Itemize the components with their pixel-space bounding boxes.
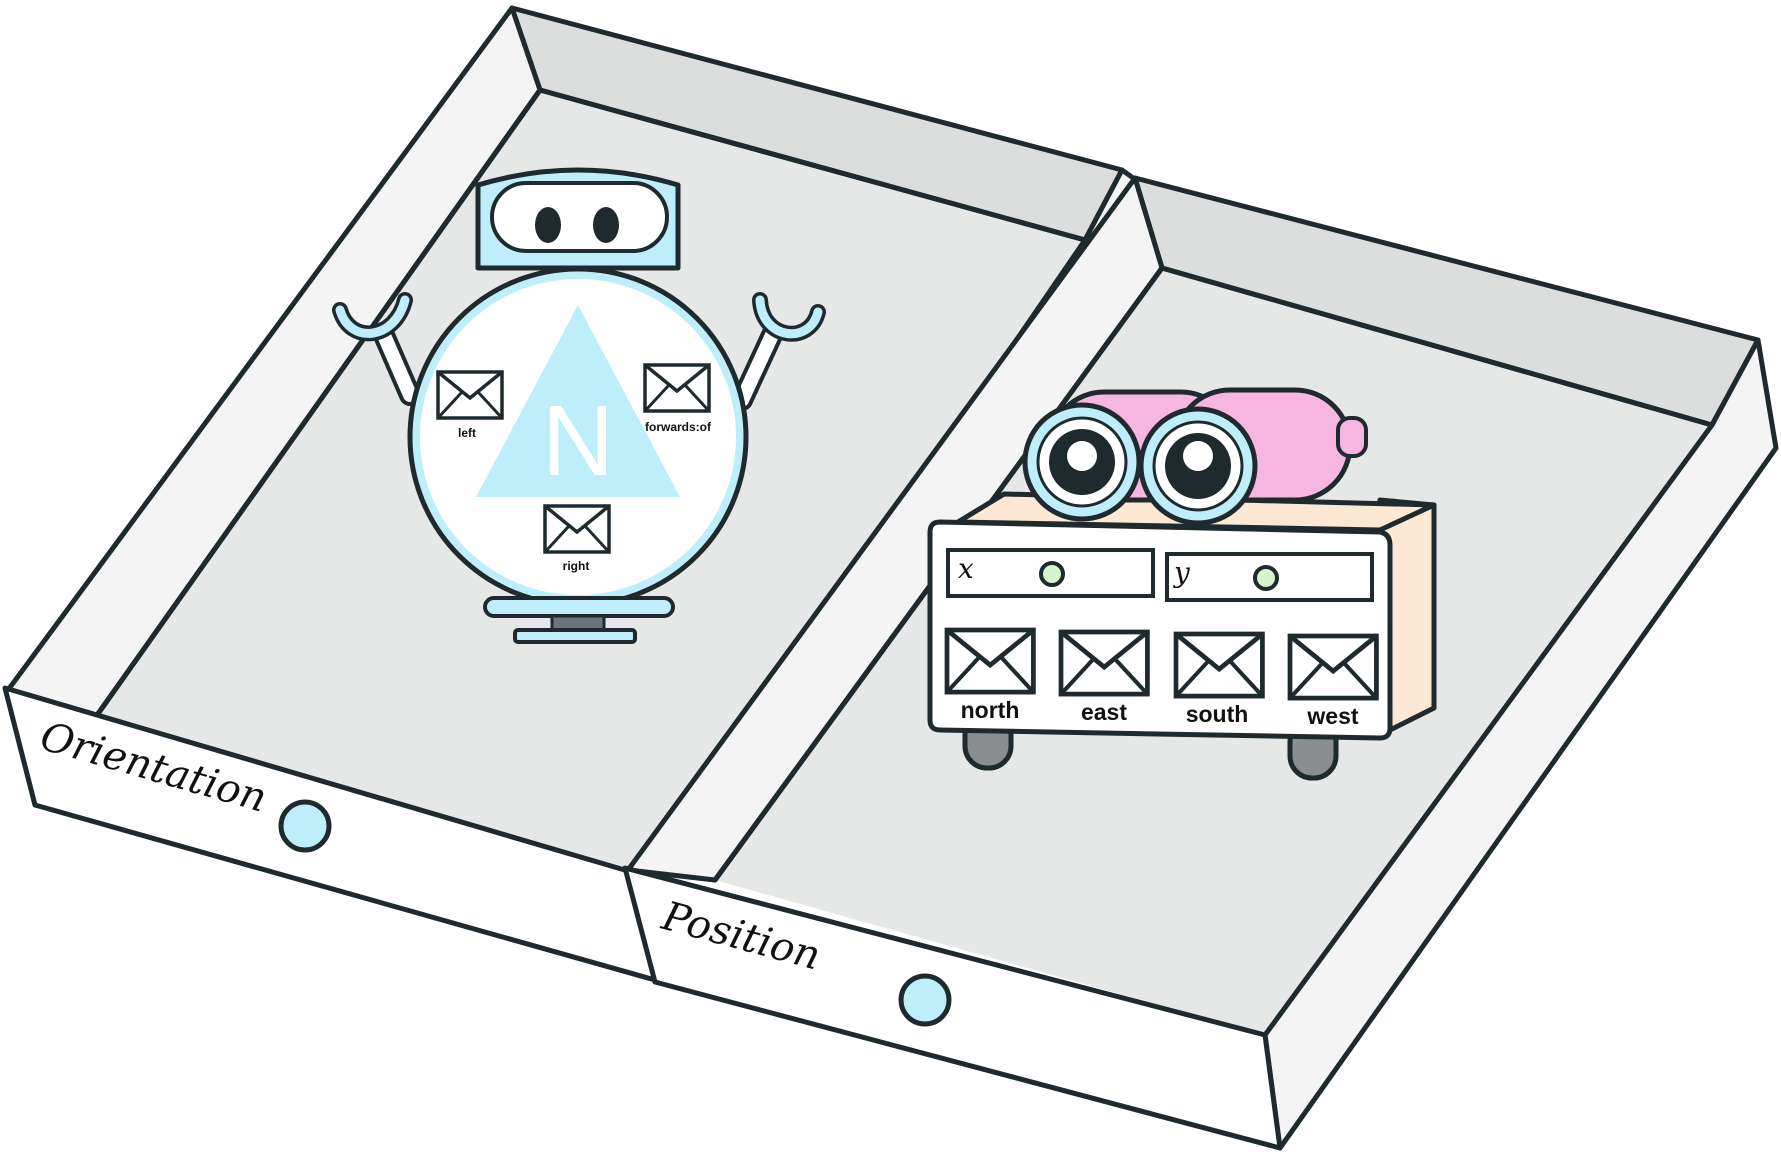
- binoculars: [1022, 387, 1368, 526]
- message-north-label: north: [961, 697, 1020, 723]
- binocular-lens-right: [1138, 406, 1258, 526]
- message-left[interactable]: left: [436, 370, 504, 440]
- message-south[interactable]: south: [1176, 634, 1262, 727]
- message-forwards[interactable]: forwards:of: [643, 363, 712, 434]
- robot-eye-right: [593, 207, 619, 243]
- robot-left-arm: [332, 292, 421, 406]
- envelope-icon: [1061, 632, 1147, 694]
- envelope-icon: [543, 504, 611, 554]
- y-field-knob: [1253, 565, 1279, 591]
- x-coordinate-field[interactable]: x: [946, 548, 1155, 598]
- robot-right-arm: [731, 292, 826, 411]
- y-field-label: y: [1172, 556, 1191, 589]
- robot-base-plate: [483, 596, 675, 618]
- message-right[interactable]: right: [543, 504, 611, 573]
- message-right-label: right: [563, 559, 590, 573]
- message-east[interactable]: east: [1061, 632, 1147, 725]
- compass-letter: N: [542, 385, 614, 497]
- robot-base-foot: [513, 628, 637, 644]
- compass-robot: N left forwards:of right: [332, 167, 826, 644]
- x-field-knob: [1039, 561, 1065, 587]
- message-south-label: south: [1186, 701, 1249, 727]
- message-west-label: west: [1306, 703, 1358, 729]
- envelope-icon: [947, 630, 1033, 692]
- compass-triangle: [476, 305, 680, 497]
- robot-base-spring: [550, 614, 606, 632]
- envelope-icon: [643, 363, 711, 413]
- robot-head: [475, 167, 681, 271]
- x-field-label: x: [958, 552, 974, 585]
- position-drawer-front: [622, 865, 1283, 1151]
- y-coordinate-field[interactable]: y: [1165, 552, 1374, 602]
- message-north[interactable]: north: [947, 630, 1033, 723]
- position-drawer-knob[interactable]: [898, 973, 952, 1027]
- message-left-label: left: [458, 426, 476, 440]
- robot-eye-left: [535, 207, 561, 243]
- message-east-label: east: [1081, 699, 1127, 725]
- envelope-icon: [1290, 636, 1376, 698]
- message-forwards-label: forwards:of: [645, 420, 712, 434]
- envelope-icon: [436, 370, 504, 420]
- position-device: x y north east south west: [927, 387, 1437, 781]
- message-west[interactable]: west: [1290, 636, 1376, 729]
- position-drawer[interactable]: Position: [622, 175, 1779, 1151]
- binocular-lens-left: [1022, 402, 1142, 522]
- envelope-icon: [1176, 634, 1262, 696]
- orientation-drawer-knob[interactable]: [278, 799, 332, 853]
